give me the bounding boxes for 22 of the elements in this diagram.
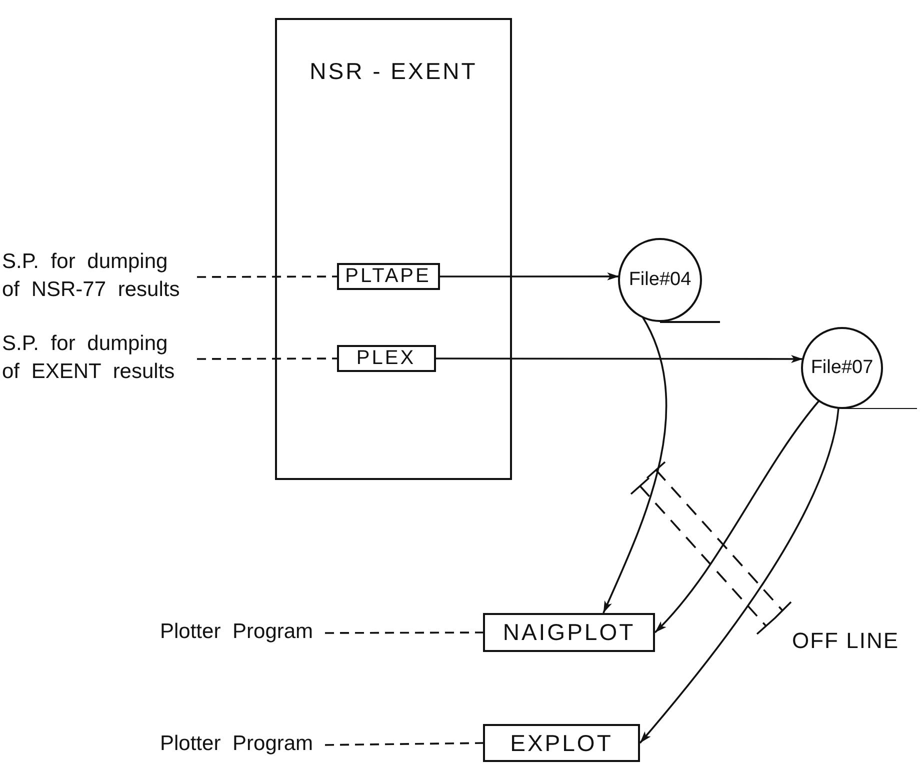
file-label: File#07 bbox=[810, 356, 874, 380]
arrow bbox=[440, 272, 620, 280]
dashed-leader-line bbox=[325, 632, 483, 634]
off-line-label: OFF LINE bbox=[792, 628, 900, 654]
program-frame bbox=[275, 18, 512, 480]
file-label: File#04 bbox=[628, 268, 692, 292]
frame-title: NSR - EXENT bbox=[308, 58, 478, 85]
arrow bbox=[639, 408, 840, 744]
dashed-leader-line bbox=[197, 276, 337, 278]
note-text: Plotter Program bbox=[160, 730, 325, 760]
routine-box: PLEX bbox=[336, 344, 436, 372]
routine-box: NAIGPLOT bbox=[483, 613, 655, 652]
arrow bbox=[654, 400, 820, 634]
dashed-leader-line bbox=[324, 742, 484, 746]
note-text: Plotter Program bbox=[160, 618, 325, 648]
arrow bbox=[602, 316, 667, 614]
routine-box: EXPLOT bbox=[483, 724, 640, 762]
arrow bbox=[436, 354, 804, 363]
note-text: S.P. for dumping of NSR-77 results bbox=[2, 248, 197, 306]
note-text: S.P. for dumping of EXENT results bbox=[2, 330, 197, 388]
routine-box: PLTAPE bbox=[336, 262, 440, 290]
dashed-leader-line bbox=[197, 358, 337, 360]
